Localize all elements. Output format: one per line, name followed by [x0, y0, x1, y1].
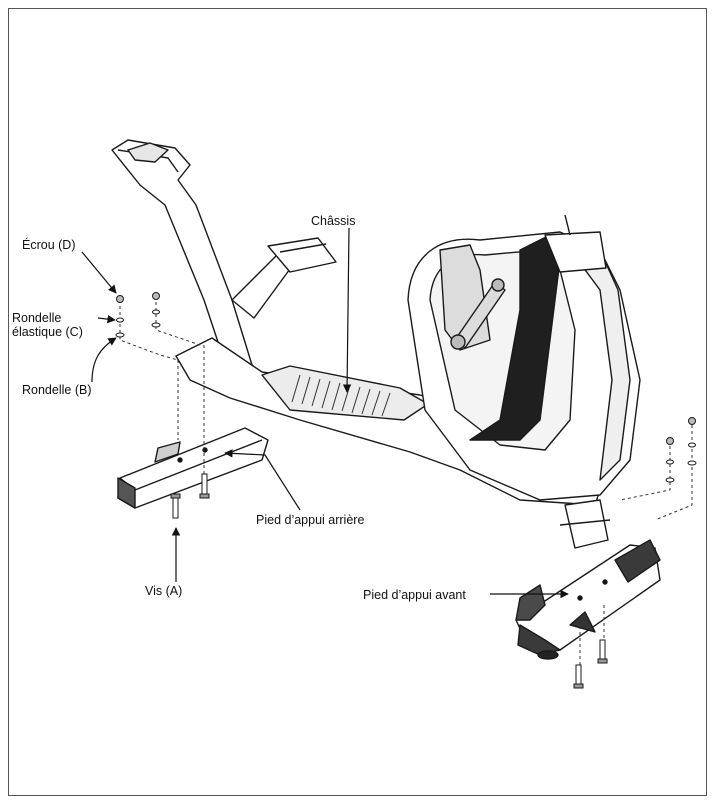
leader-chassis — [342, 227, 352, 393]
leader-washer — [91, 337, 117, 383]
rear-foot-drawing — [117, 427, 269, 509]
label-rear-foot: Pied d’appui arrière — [256, 513, 365, 527]
label-nut: Écrou (D) — [22, 238, 76, 252]
nut-front-right — [688, 417, 696, 425]
nut-rear-left — [116, 295, 124, 303]
nut-front-left — [666, 437, 674, 445]
hardware-parts — [115, 292, 697, 689]
leader-spring-washer — [97, 314, 116, 324]
label-spring-washer-line1: Rondelle — [12, 311, 62, 325]
label-screw: Vis (A) — [145, 584, 183, 598]
leader-lines — [81, 227, 569, 599]
spring-washer-rear-right — [152, 309, 160, 315]
nut-rear-right — [152, 292, 160, 300]
washer-rear-right — [151, 322, 161, 328]
label-chassis: Châssis — [311, 214, 356, 228]
spring-washer-rear-left — [116, 317, 124, 323]
screw-rear-left — [172, 495, 179, 519]
bike-frame-drawing — [111, 139, 641, 549]
leader-nut — [81, 251, 117, 294]
label-spring-washer-line2: élastique (C) — [12, 325, 83, 339]
label-washer: Rondelle (B) — [22, 383, 92, 397]
label-front-foot: Pied d’appui avant — [363, 588, 466, 602]
front-foot-drawing — [515, 539, 661, 660]
label-spring-washer: Rondelle élastique (C) — [12, 311, 102, 339]
screw-rear-right — [201, 473, 208, 497]
leader-rear-foot — [224, 449, 301, 511]
washer-rear-left — [115, 332, 125, 338]
